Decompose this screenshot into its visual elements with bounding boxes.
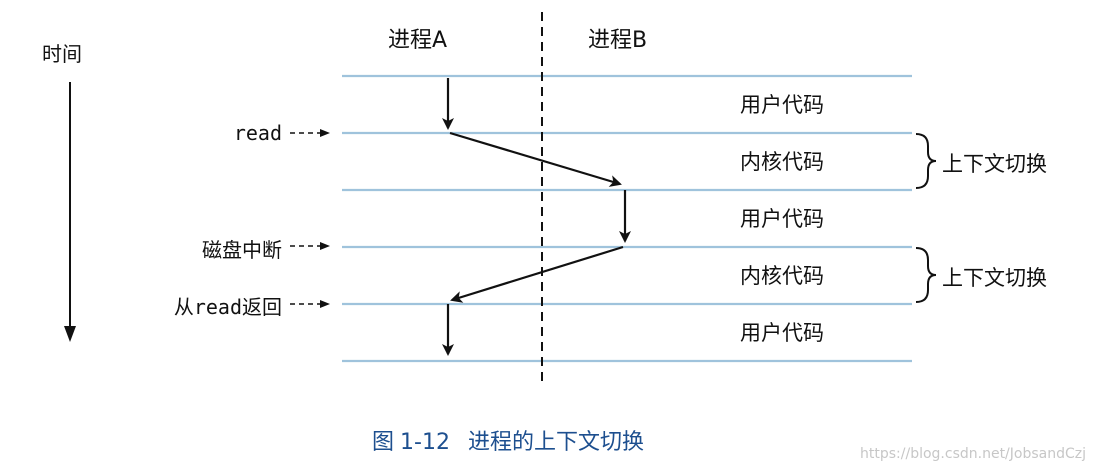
segment-boundaries bbox=[342, 74, 912, 363]
return-read-text: read bbox=[193, 295, 242, 319]
disk-interrupt-label: 磁盘中断 bbox=[202, 238, 282, 262]
segment-label-user-2: 用户代码 bbox=[740, 207, 824, 231]
context-switch-braces bbox=[915, 133, 937, 303]
segment-label-kernel-2: 内核代码 bbox=[740, 264, 824, 288]
time-axis-arrow bbox=[64, 82, 76, 342]
context-switch-label-2: 上下文切换 bbox=[942, 266, 1047, 290]
read-call-text: read bbox=[233, 121, 282, 145]
process-b-title: 进程B bbox=[588, 28, 648, 53]
watermark: https://blog.csdn.net/JobsandCzj bbox=[860, 446, 1086, 462]
time-label: 时间 bbox=[42, 42, 82, 66]
return-from-read-label: 从read返回 bbox=[0, 291, 282, 320]
figure-number: 1-12 bbox=[400, 430, 450, 455]
return-prefix: 从 bbox=[173, 295, 194, 319]
execution-path bbox=[442, 78, 631, 356]
segment-label-user-3: 用户代码 bbox=[740, 321, 824, 345]
figure-title: 进程的上下文切换 bbox=[467, 430, 644, 455]
read-event-label: read bbox=[0, 121, 282, 145]
segment-label-user-1: 用户代码 bbox=[740, 93, 824, 117]
return-suffix: 返回 bbox=[242, 295, 282, 319]
arrow-switch-to-b bbox=[449, 131, 622, 187]
process-a-title: 进程A bbox=[388, 28, 448, 53]
figure-word: 图 bbox=[372, 430, 395, 455]
segment-label-kernel-1: 内核代码 bbox=[740, 150, 824, 174]
brace-2 bbox=[915, 247, 937, 303]
brace-1 bbox=[915, 133, 937, 189]
event-pointers bbox=[290, 129, 330, 308]
context-switch-label-1: 上下文切换 bbox=[942, 152, 1047, 176]
arrow-switch-to-a bbox=[450, 245, 624, 303]
